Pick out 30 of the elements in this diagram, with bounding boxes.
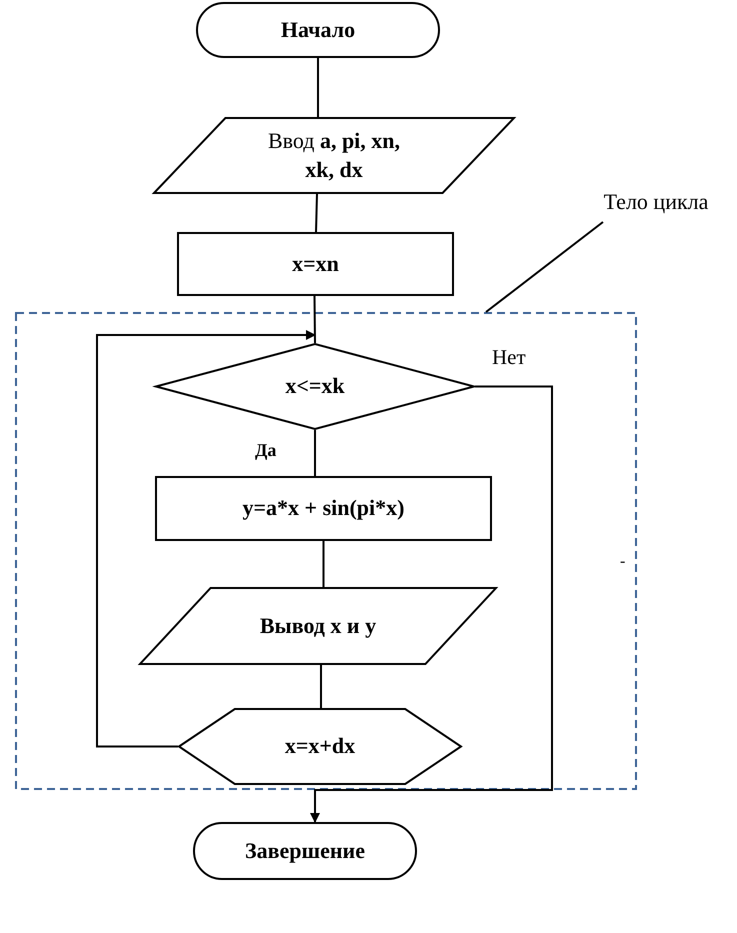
node-text: Завершение [245, 836, 365, 865]
stray-mark: - [620, 553, 626, 571]
connector [320, 665, 322, 708]
connector [314, 296, 316, 344]
connector [314, 430, 316, 476]
connector [96, 330, 316, 748]
loop-body-frame [15, 312, 637, 790]
process-box [177, 232, 454, 296]
connector [322, 541, 324, 587]
input-parallelogram [153, 117, 515, 194]
node-text: Вывод x и y [260, 612, 376, 640]
node-text: Тело цикла [604, 188, 708, 216]
node-text: x=xn [292, 250, 339, 278]
connector [310, 386, 553, 823]
loop-hexagon [178, 708, 462, 785]
edge-label: Нет [492, 345, 526, 370]
edge-label: Да [255, 440, 276, 461]
start-terminal [196, 2, 440, 58]
node-text: y=a*x + sin(pi*x) [242, 494, 404, 522]
decision-diamond [155, 343, 475, 430]
output-parallelogram [139, 587, 497, 665]
node-text: x<=xk [285, 372, 345, 400]
process-box [155, 476, 492, 541]
leader-line [485, 221, 604, 313]
connector [317, 58, 319, 117]
end-terminal [193, 822, 417, 880]
node-text: x=x+dx [284, 732, 356, 760]
node-text: Начало [280, 16, 356, 44]
connector [315, 194, 318, 232]
node-text: Ввод a, pi, xn, xk, dx [266, 126, 402, 184]
